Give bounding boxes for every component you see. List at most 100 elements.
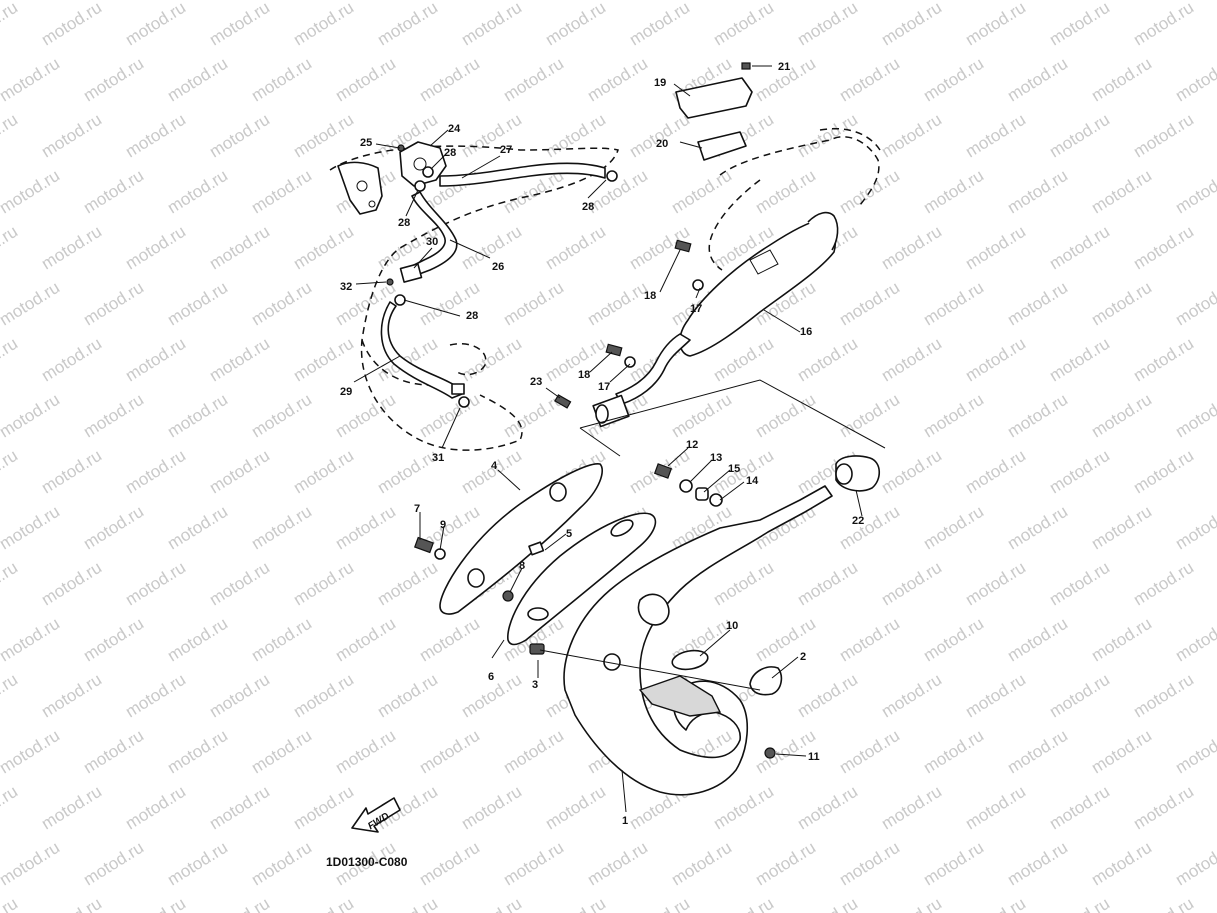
watermark-text: motod.ru	[164, 278, 231, 330]
watermark-text: motod.ru	[1088, 726, 1155, 778]
watermark-text: motod.ru	[122, 894, 189, 913]
watermark-text: motod.ru	[458, 0, 525, 49]
watermark-text: motod.ru	[38, 334, 105, 386]
watermark-text: motod.ru	[0, 278, 63, 330]
watermark-text: motod.ru	[248, 390, 315, 442]
clip-28-lower	[394, 294, 406, 306]
watermark-text: motod.ru	[0, 726, 63, 778]
silencer-16	[679, 219, 836, 357]
screw-32	[386, 278, 394, 286]
watermark-text: motod.ru	[80, 726, 147, 778]
watermark-text: motod.ru	[416, 54, 483, 106]
watermark-text: motod.ru	[500, 278, 567, 330]
watermark-text: motod.ru	[206, 222, 273, 274]
pipe-heat-shield-cutout	[637, 593, 670, 626]
watermark-text: motod.ru	[458, 782, 525, 834]
callout-14: 14	[746, 475, 759, 487]
watermark-text: motod.ru	[164, 166, 231, 218]
watermark-text: motod.ru	[626, 0, 693, 49]
watermark-text: motod.ru	[290, 782, 357, 834]
watermark-text: motod.ru	[0, 222, 21, 274]
watermark-text: motod.ru	[248, 726, 315, 778]
watermark-text: motod.ru	[836, 726, 903, 778]
watermark-text: motod.ru	[542, 222, 609, 274]
watermark-text: motod.ru	[836, 390, 903, 442]
watermark-text: motod.ru	[626, 894, 693, 913]
watermark-text: motod.ru	[500, 54, 567, 106]
watermark-text: motod.ru	[80, 54, 147, 106]
callout-30: 30	[426, 236, 438, 248]
watermark-text: motod.ru	[290, 334, 357, 386]
watermark-text: motod.ru	[1004, 502, 1071, 554]
watermark-text: motod.ru	[542, 110, 609, 162]
watermark-text: motod.ru	[38, 894, 105, 913]
callout-15: 15	[728, 463, 740, 475]
diagram-code: 1D01300-C080	[326, 855, 408, 869]
watermark-text: motod.ru	[290, 894, 357, 913]
callout-31: 31	[432, 452, 444, 464]
watermark-text: motod.ru	[962, 0, 1029, 49]
watermark-text: motod.ru	[710, 0, 777, 49]
washer-17-lower	[624, 356, 636, 368]
watermark-text: motod.ru	[584, 54, 651, 106]
watermark-text: motod.ru	[38, 110, 105, 162]
watermark-text: motod.ru	[794, 110, 861, 162]
watermark-text: motod.ru	[122, 110, 189, 162]
callout-17-lower: 17	[598, 381, 610, 393]
watermark-text: motod.ru	[122, 446, 189, 498]
callout-13: 13	[710, 452, 722, 464]
watermark-text: motod.ru	[878, 446, 945, 498]
watermark-text: motod.ru	[920, 166, 987, 218]
watermark-text: motod.ru	[542, 782, 609, 834]
watermark-text: motod.ru	[1130, 670, 1197, 722]
callout-18-upper: 18	[644, 290, 656, 302]
watermark-text: motod.ru	[290, 670, 357, 722]
watermark-text: motod.ru	[248, 166, 315, 218]
callout-6: 6	[488, 671, 494, 683]
watermark-text: motod.ru	[1046, 334, 1113, 386]
watermark-text: motod.ru	[962, 782, 1029, 834]
watermark-text: motod.ru	[416, 390, 483, 442]
watermark-text: motod.ru	[920, 726, 987, 778]
watermark-text: motod.ru	[920, 502, 987, 554]
watermark-text: motod.ru	[0, 166, 63, 218]
watermark-text: motod.ru	[962, 894, 1029, 913]
watermark-text: motod.ru	[962, 222, 1029, 274]
watermark-text: motod.ru	[164, 390, 231, 442]
watermark-text: motod.ru	[332, 54, 399, 106]
watermark-text: motod.ru	[878, 670, 945, 722]
washer-8	[502, 590, 514, 602]
callout-27: 27	[500, 144, 512, 156]
watermark-text: motod.ru	[542, 894, 609, 913]
watermark-text: motod.ru	[668, 390, 735, 442]
watermark-text: motod.ru	[1046, 0, 1113, 49]
watermark-text: motod.ru	[500, 726, 567, 778]
callout-12: 12	[686, 439, 698, 451]
watermark-text: motod.ru	[164, 502, 231, 554]
silencer-group	[554, 62, 839, 428]
watermark-text: motod.ru	[1130, 782, 1197, 834]
callout-18-lower: 18	[578, 369, 590, 381]
watermark-text: motod.ru	[1004, 54, 1071, 106]
callout-25: 25	[360, 137, 372, 149]
watermark-text: motod.ru	[290, 110, 357, 162]
watermark-text: motod.ru	[752, 614, 819, 666]
watermark-text: motod.ru	[164, 54, 231, 106]
watermark-text: motod.ru	[374, 558, 441, 610]
watermark-text: motod.ru	[1046, 782, 1113, 834]
callout-16: 16	[800, 326, 812, 338]
watermark-text: motod.ru	[1004, 166, 1071, 218]
bolt-18-upper	[674, 239, 692, 253]
silencer-pipe	[615, 333, 691, 405]
watermark-text: motod.ru	[794, 558, 861, 610]
watermark-text: motod.ru	[0, 838, 63, 890]
watermark-text: motod.ru	[920, 54, 987, 106]
watermark-text: motod.ru	[878, 558, 945, 610]
watermark-text: motod.ru	[1004, 390, 1071, 442]
callout-17-upper: 17	[690, 303, 702, 315]
watermark-text: motod.ru	[374, 446, 441, 498]
watermark-text: motod.ru	[332, 614, 399, 666]
watermark-text: motod.ru	[80, 838, 147, 890]
watermark-text: motod.ru	[794, 782, 861, 834]
